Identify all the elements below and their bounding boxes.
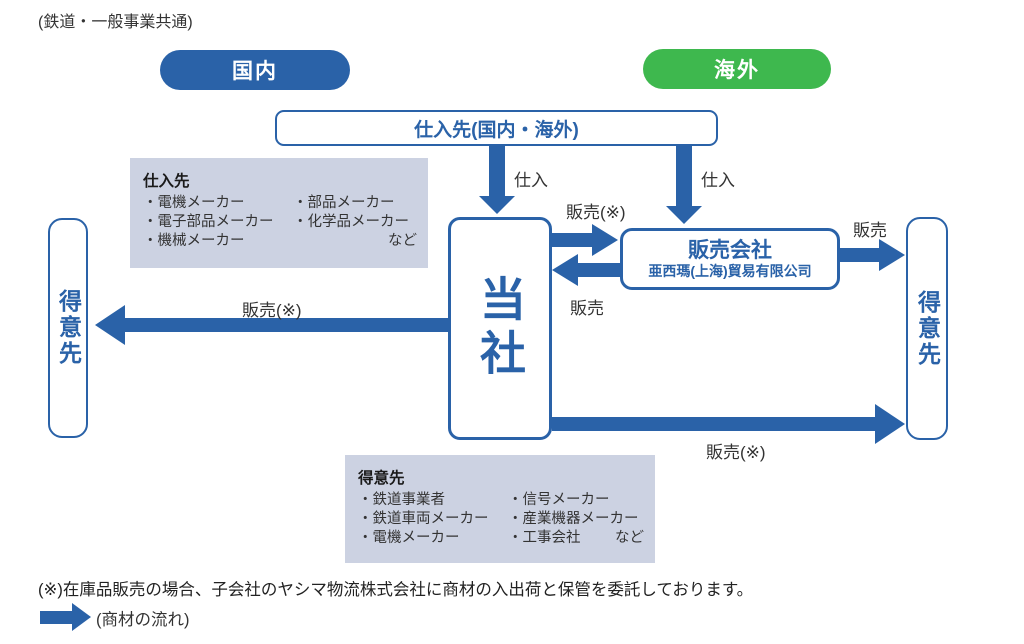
- sales-domestic-label: 販売(※): [242, 301, 302, 320]
- customer-list-col1: ・鉄道事業者 ・鉄道車両メーカー ・電機メーカー: [358, 491, 508, 548]
- salesco-to-customer-arrow-head: [879, 239, 905, 271]
- supplier-list-panel: 仕入先 ・電機メーカー ・電子部品メーカー ・機械メーカー ・部品メーカー ・化…: [130, 158, 428, 268]
- sales-overseas-arrow-stem: [552, 417, 878, 431]
- purchase-arrow-overseas-head: [666, 206, 702, 224]
- supplier-etc-label: など: [388, 233, 417, 249]
- customer-list-title: 得意先: [358, 470, 405, 487]
- sales-to-salesco-arrow-stem: [552, 233, 594, 247]
- sales-company-box: 販売会社 亜西瑪(上海)貿易有限公司: [620, 228, 840, 290]
- sales-overseas-arrow-head: [875, 404, 905, 444]
- salesco-to-company-arrow-head: [552, 254, 578, 286]
- supplier-list-title: 仕入先: [143, 173, 190, 190]
- customer-item: ・電機メーカー: [358, 530, 460, 546]
- salesco-to-customer-label: 販売: [853, 221, 887, 240]
- supplier-item: ・機械メーカー: [143, 233, 245, 249]
- our-company-label: 当社: [474, 274, 526, 383]
- customer-list-col2: ・信号メーカー ・産業機器メーカー ・工事会社 など: [508, 491, 644, 548]
- customer-box-right: 得意先: [906, 217, 948, 440]
- supplier-item: ・電子部品メーカー: [143, 214, 274, 230]
- purchase-arrow-overseas-stem: [676, 145, 692, 207]
- footnote: (※)在庫品販売の場合、子会社のヤシマ物流株式会社に商材の入出荷と保管を委託して…: [38, 581, 754, 599]
- supplier-item: ・電機メーカー: [143, 195, 245, 211]
- supplier-list-col2: ・部品メーカー ・化学品メーカー など: [293, 194, 417, 251]
- customer-box-left: 得意先: [48, 218, 88, 438]
- customer-item: ・産業機器メーカー: [508, 511, 639, 527]
- customer-item: ・鉄道事業者: [358, 492, 445, 508]
- supplier-item: ・化学品メーカー: [293, 214, 409, 230]
- salesco-to-company-label: 販売: [570, 299, 604, 318]
- customer-item: ・鉄道車両メーカー: [358, 511, 489, 527]
- purchase-label-domestic: 仕入: [514, 171, 548, 190]
- legend-arrow-stem: [40, 611, 74, 624]
- customer-item: ・工事会社: [508, 530, 581, 546]
- salesco-to-company-arrow-stem: [576, 263, 620, 277]
- customer-box-right-label: 得意先: [914, 289, 941, 368]
- customer-box-left-label: 得意先: [55, 289, 82, 367]
- suppliers-box: 仕入先(国内・海外): [275, 110, 718, 146]
- sales-domestic-arrow-head: [95, 305, 125, 345]
- purchase-arrow-domestic-stem: [489, 145, 505, 197]
- legend-label: (商材の流れ): [96, 611, 190, 629]
- diagram-scope-note: (鉄道・一般事業共通): [38, 14, 193, 31]
- customer-item: ・信号メーカー: [508, 492, 610, 508]
- sales-company-subtitle: 亜西瑪(上海)貿易有限公司: [648, 262, 812, 279]
- customer-list-panel: 得意先 ・鉄道事業者 ・鉄道車両メーカー ・電機メーカー ・信号メーカー ・産業…: [345, 455, 655, 563]
- salesco-to-customer-arrow-stem: [840, 248, 882, 262]
- sales-to-salesco-arrow-head: [592, 224, 618, 256]
- overseas-pill: 海外: [643, 49, 831, 89]
- supplier-list-col1: ・電機メーカー ・電子部品メーカー ・機械メーカー: [143, 194, 293, 251]
- our-company-box: 当社: [448, 217, 552, 440]
- sales-domestic-arrow-stem: [123, 318, 448, 332]
- supplier-item: ・部品メーカー: [293, 195, 395, 211]
- purchase-arrow-domestic-head: [479, 196, 515, 214]
- sales-company-title: 販売会社: [688, 238, 772, 262]
- legend-arrow-head: [72, 603, 91, 631]
- domestic-pill: 国内: [160, 50, 350, 90]
- sales-to-salesco-label: 販売(※): [566, 203, 626, 222]
- purchase-label-overseas: 仕入: [701, 171, 735, 190]
- customer-etc-label: など: [615, 530, 644, 546]
- sales-overseas-label: 販売(※): [706, 443, 766, 462]
